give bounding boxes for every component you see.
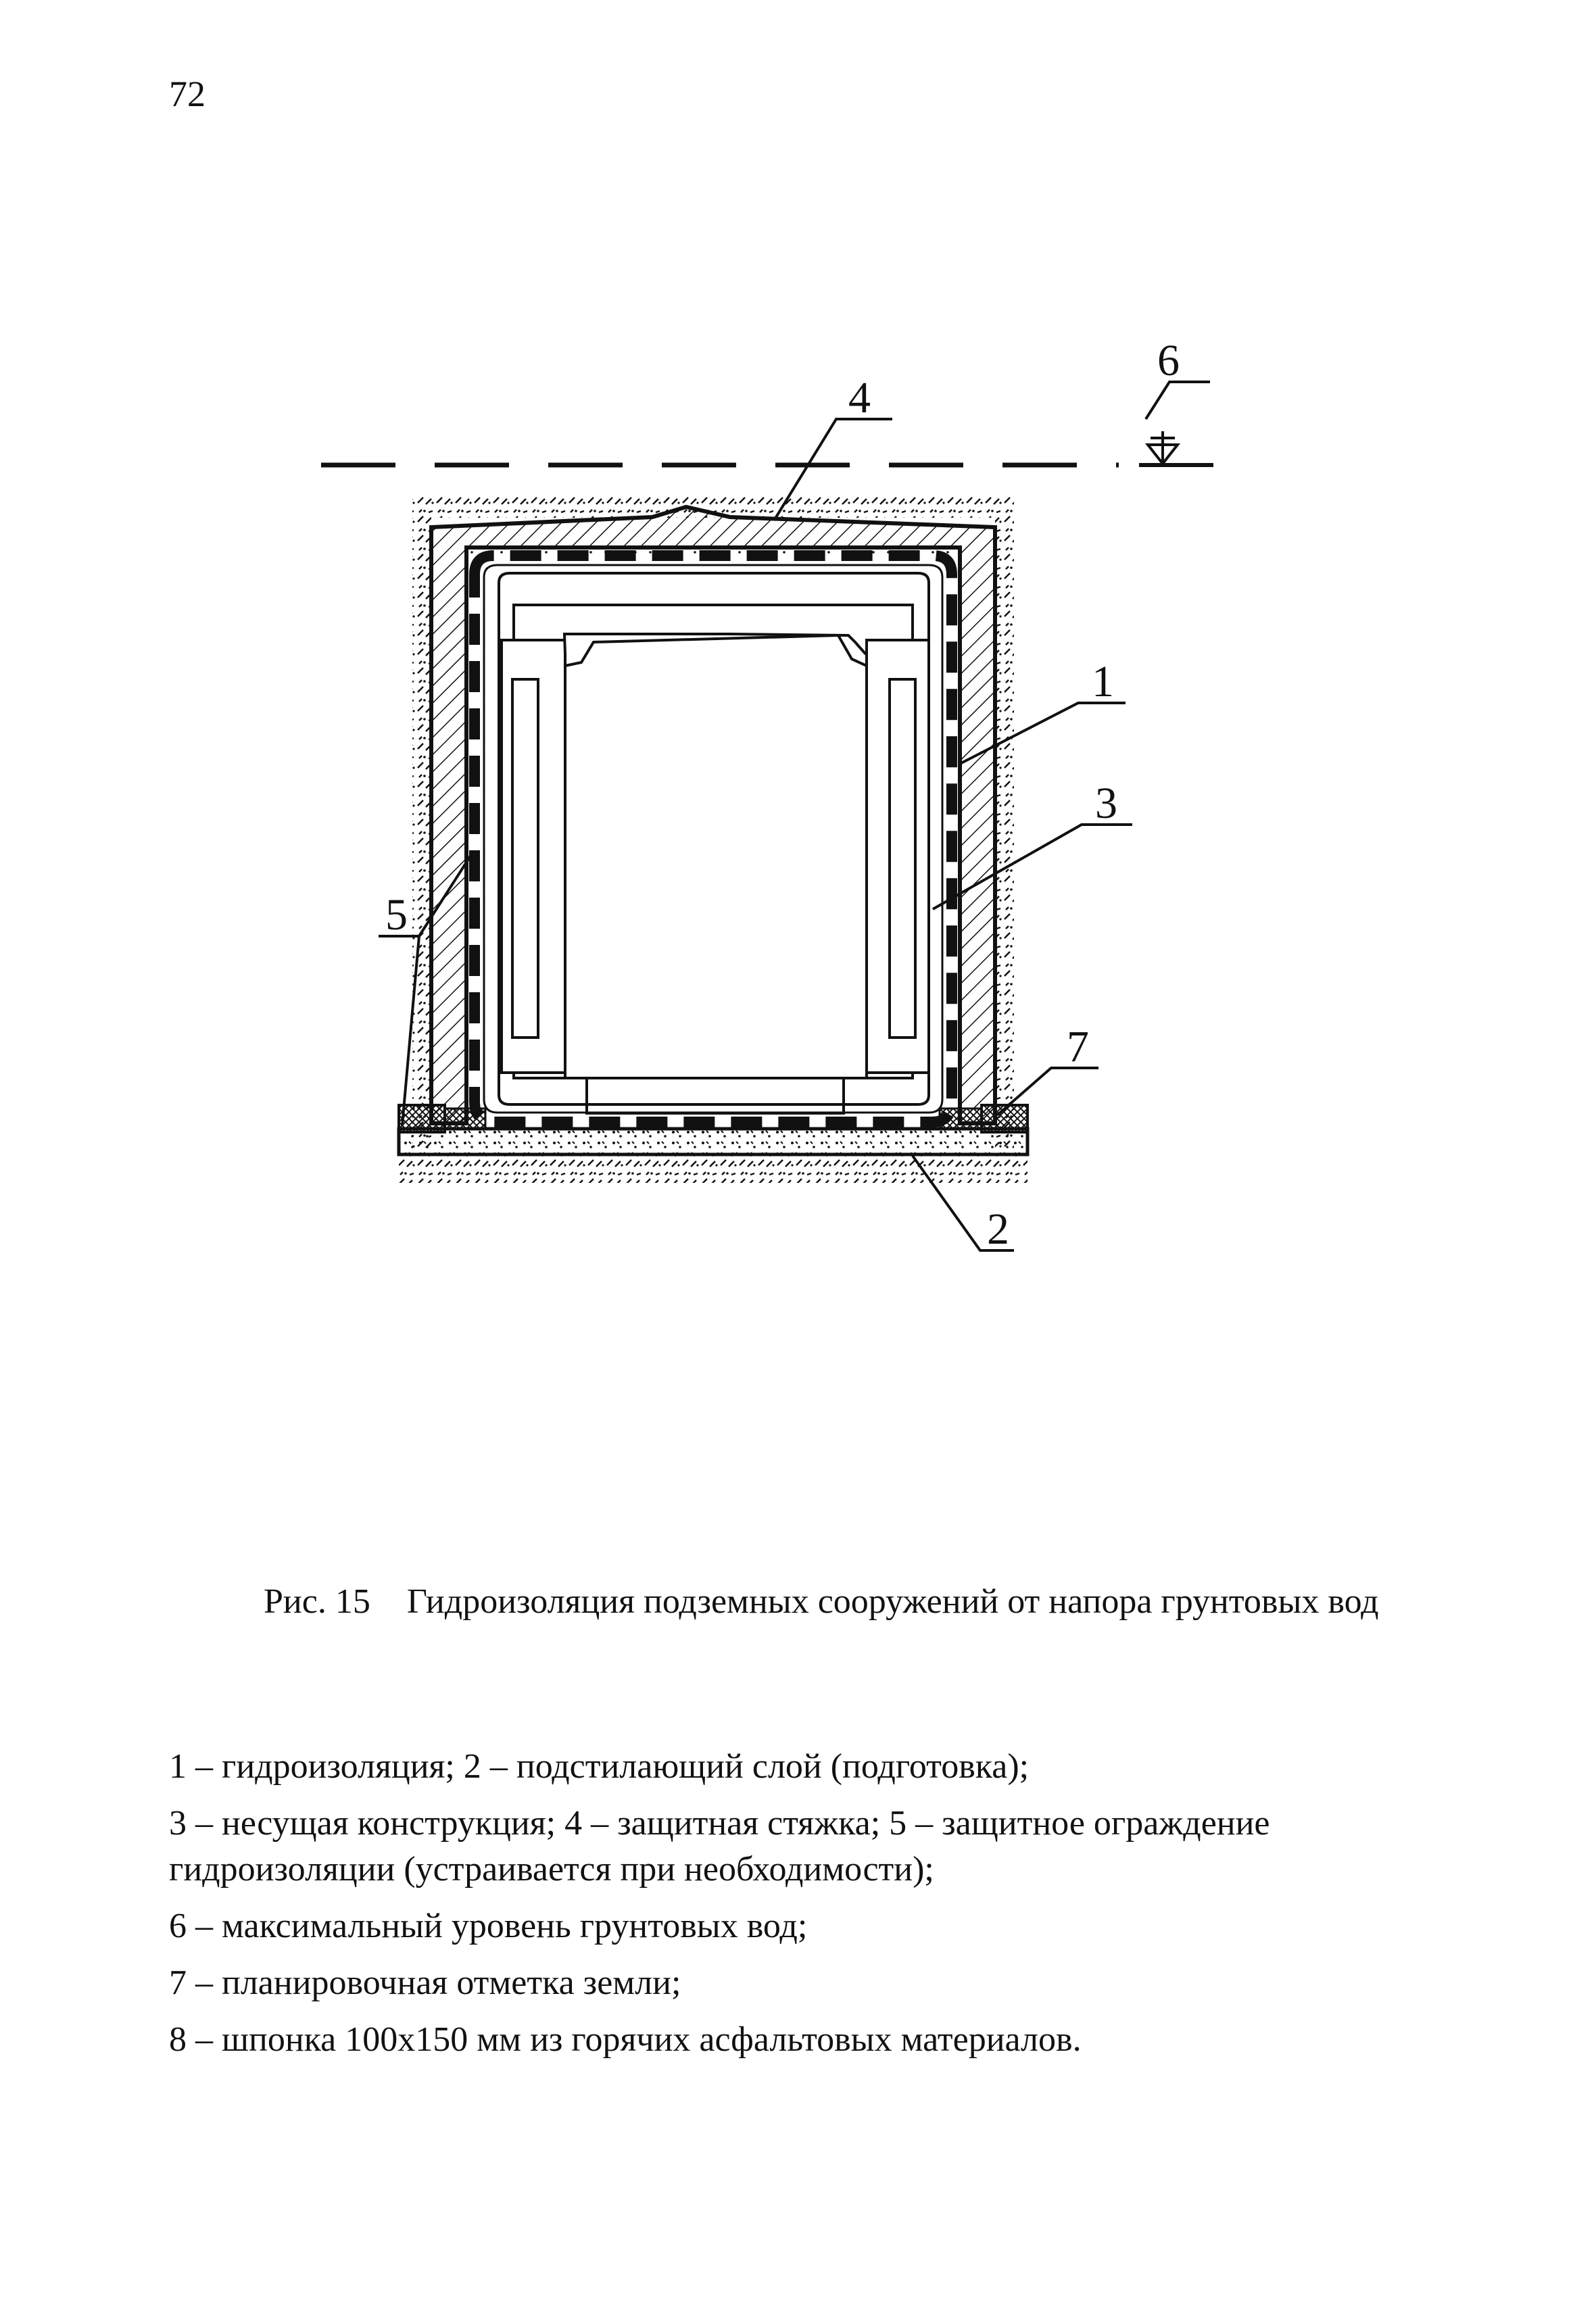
- outer-soil: [399, 495, 1027, 1183]
- waterproofing-figure: 6 4 1 3 5 7 2: [284, 318, 1311, 1284]
- waterproofing-diagram: 6 4 1 3 5 7 2: [321, 336, 1213, 1254]
- legend-item: 8 – шпонка 100х150 мм из горячих асфальт…: [169, 2020, 1082, 2059]
- legend-item: 7 – планировочная отметка земли;: [169, 1964, 681, 2002]
- legend-item: 3 – несущая конструкция; 4 – защитная ст…: [169, 1804, 1270, 1888]
- caption-text: Гидроизоляция подземных сооружений от на…: [406, 1582, 1379, 1621]
- callout-7: 7: [1067, 1022, 1089, 1071]
- callout-5: 5: [385, 890, 408, 940]
- figure-caption: Рис. 15 Гидроизоляция подземных сооружени…: [169, 1569, 1426, 1634]
- callout-6: 6: [1157, 336, 1180, 385]
- callout-1: 1: [1092, 657, 1114, 706]
- callout-4: 4: [848, 373, 871, 422]
- leader-lines: [379, 381, 1210, 1252]
- level-marker-icon: [1139, 431, 1213, 467]
- page-number: 72: [169, 74, 205, 114]
- corner-keys: [397, 1104, 1029, 1134]
- callout-3: 3: [1095, 779, 1117, 828]
- callout-2: 2: [987, 1204, 1009, 1254]
- load-bearing-structure: [498, 572, 930, 1115]
- base-preparation-layer: [397, 1127, 1030, 1156]
- legend-item: 1 – гидроизоляция; 2 – подстилающий слой…: [169, 1747, 1030, 1786]
- legend-item: 6 – максимальный уровень грунтовых вод;: [169, 1907, 808, 1945]
- caption-label: Рис. 15: [264, 1582, 370, 1621]
- waterproofing-layer: [469, 550, 957, 1127]
- legend: 1 – гидроизоляция; 2 – подстилающий слой…: [169, 1744, 1440, 2074]
